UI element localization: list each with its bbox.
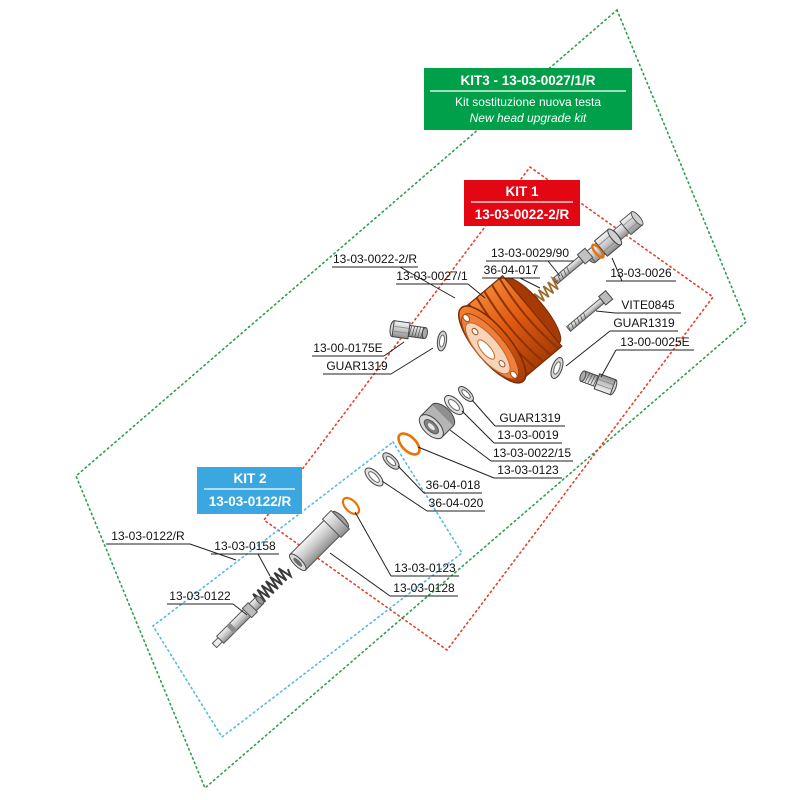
part-label-text: 13-03-0026 xyxy=(610,266,672,280)
part-label-text: 13-03-0022-2/R xyxy=(333,252,417,266)
part-label-text: 13-03-0122/R xyxy=(111,529,185,543)
leader-line xyxy=(323,347,434,375)
kit3-subtitle-english: New head upgrade kit xyxy=(470,111,587,125)
part-label-13-03-0122R: 13-03-0122/R xyxy=(106,529,237,561)
part-label-36-04-017: 36-04-017 xyxy=(482,263,541,289)
part-label-text: VITE0845 xyxy=(621,298,675,312)
kit3-title: KIT3 - 13-03-0027/1/R xyxy=(460,73,595,88)
part-label-13-03-0026: 13-03-0026 xyxy=(606,257,676,282)
leader-line xyxy=(482,277,541,289)
part-label-text: 13-03-0029/90 xyxy=(491,246,569,260)
part-label-guar1319-right: GUAR1319 xyxy=(565,316,678,367)
leader-line xyxy=(595,310,681,314)
part-label-text: 36-04-020 xyxy=(429,496,484,510)
part-label-text: 13-03-0027/1 xyxy=(396,269,468,283)
washer-36-04-020 xyxy=(364,467,384,487)
part-label-13-00-0175E: 13-00-0175E xyxy=(312,341,405,357)
leader-line xyxy=(397,465,482,494)
leader-line xyxy=(211,553,279,577)
part-label-36-04-020: 36-04-020 xyxy=(381,480,485,512)
part-label-text: GUAR1319 xyxy=(499,411,561,425)
part-label-13-03-0029-90: 13-03-0029/90 xyxy=(486,246,574,277)
part-label-text: 13-03-0128 xyxy=(393,581,455,595)
part-label-text: 13-03-0158 xyxy=(214,539,276,553)
washer-guar1319-right xyxy=(550,357,564,379)
part-label-text: 13-03-0022/15 xyxy=(493,446,571,460)
leader-line xyxy=(329,552,458,597)
part-label-text: 13-03-0019 xyxy=(497,428,559,442)
part-label-vite0845: VITE0845 xyxy=(595,298,681,314)
part-label-36-04-018: 36-04-018 xyxy=(397,465,482,494)
part-label-13-03-0123-lower: 13-03-0123 xyxy=(354,511,459,577)
bolt-13-03-0029-90 xyxy=(552,247,594,285)
leader-line xyxy=(461,410,562,444)
leader-line xyxy=(106,543,237,561)
part-label-text: GUAR1319 xyxy=(326,359,388,373)
part-label-13-03-0027-1: 13-03-0027/1 xyxy=(396,269,486,299)
valve-13-03-0022-15 xyxy=(418,402,456,440)
part-label-text: 13-00-0025E xyxy=(620,335,689,349)
oring-13-03-0123-center xyxy=(397,432,421,456)
oring-13-03-0123-lower xyxy=(341,496,361,516)
kit2-title: KIT 2 xyxy=(233,471,266,486)
part-label-guar1319-center: GUAR1319 xyxy=(471,399,565,427)
part-label-13-03-0128: 13-03-0128 xyxy=(329,552,458,597)
ring-13-03-0019 xyxy=(444,395,464,415)
part-label-text: 13-03-0123 xyxy=(394,561,456,575)
part-label-text: 13-03-0123 xyxy=(497,463,559,477)
plunger-13-03-0122 xyxy=(211,595,265,649)
part-label-text: 36-04-018 xyxy=(426,478,481,492)
leader-line xyxy=(396,283,486,299)
pump-head xyxy=(458,274,563,384)
part-label-text: GUAR1319 xyxy=(613,316,675,330)
leader-line xyxy=(449,429,573,462)
spring-36-04-017 xyxy=(533,275,559,305)
screw-vite0845 xyxy=(565,290,614,333)
washer-guar1319-left xyxy=(436,330,448,352)
kit1-code: 13-03-0022-2/R xyxy=(475,207,570,222)
part-label-text: 36-04-017 xyxy=(484,263,539,277)
leader-line xyxy=(354,511,459,577)
kit2-boundary-box xyxy=(151,440,464,739)
part-label-text: 13-00-0175E xyxy=(313,341,382,355)
kit3-boundary-box xyxy=(75,8,747,790)
kit2-code: 13-03-0122/R xyxy=(209,494,292,509)
leader-line xyxy=(417,446,562,479)
washer-36-04-018 xyxy=(382,452,400,470)
kit3-subtitle-italian: Kit sostituzione nuova testa xyxy=(455,95,601,109)
part-label-text: 13-03-0122 xyxy=(169,589,231,603)
part-label-guar1319-left: GUAR1319 xyxy=(323,347,434,375)
leader-line xyxy=(486,260,574,277)
plug-13-00-0025E xyxy=(579,370,618,396)
leader-line xyxy=(167,603,248,616)
leader-line xyxy=(332,266,456,299)
kit1-label-box: KIT 1 13-03-0022-2/R xyxy=(464,180,580,226)
part-label-13-00-0025E: 13-00-0025E xyxy=(600,335,694,378)
leader-line xyxy=(600,349,694,378)
leader-line xyxy=(565,330,678,367)
kit3-label-bg xyxy=(424,68,632,130)
part-label-13-03-0158: 13-03-0158 xyxy=(211,539,279,577)
kit3-label-box: KIT3 - 13-03-0027/1/R Kit sostituzione n… xyxy=(424,68,632,130)
leader-line xyxy=(312,341,405,357)
part-label-13-03-0022-2R: 13-03-0022-2/R xyxy=(332,252,456,299)
kit2-label-bg xyxy=(197,467,302,514)
kit1-label-bg xyxy=(464,180,580,226)
part-label-13-03-0022-15: 13-03-0022/15 xyxy=(449,429,573,462)
sleeve-13-03-0128 xyxy=(289,509,351,571)
part-label-13-03-0122: 13-03-0122 xyxy=(167,589,248,616)
leader-line xyxy=(381,480,485,512)
spring-13-03-0158 xyxy=(252,567,293,607)
leader-line xyxy=(471,399,565,427)
part-label-13-03-0019: 13-03-0019 xyxy=(461,410,562,444)
fitting-13-00-0175E xyxy=(389,320,428,340)
part-label-13-03-0123-center: 13-03-0123 xyxy=(417,446,562,479)
leader-line xyxy=(606,257,676,282)
kit2-label-box: KIT 2 13-03-0122/R xyxy=(197,467,302,514)
kit1-title: KIT 1 xyxy=(505,184,538,199)
kit1-boundary-box xyxy=(262,165,715,652)
